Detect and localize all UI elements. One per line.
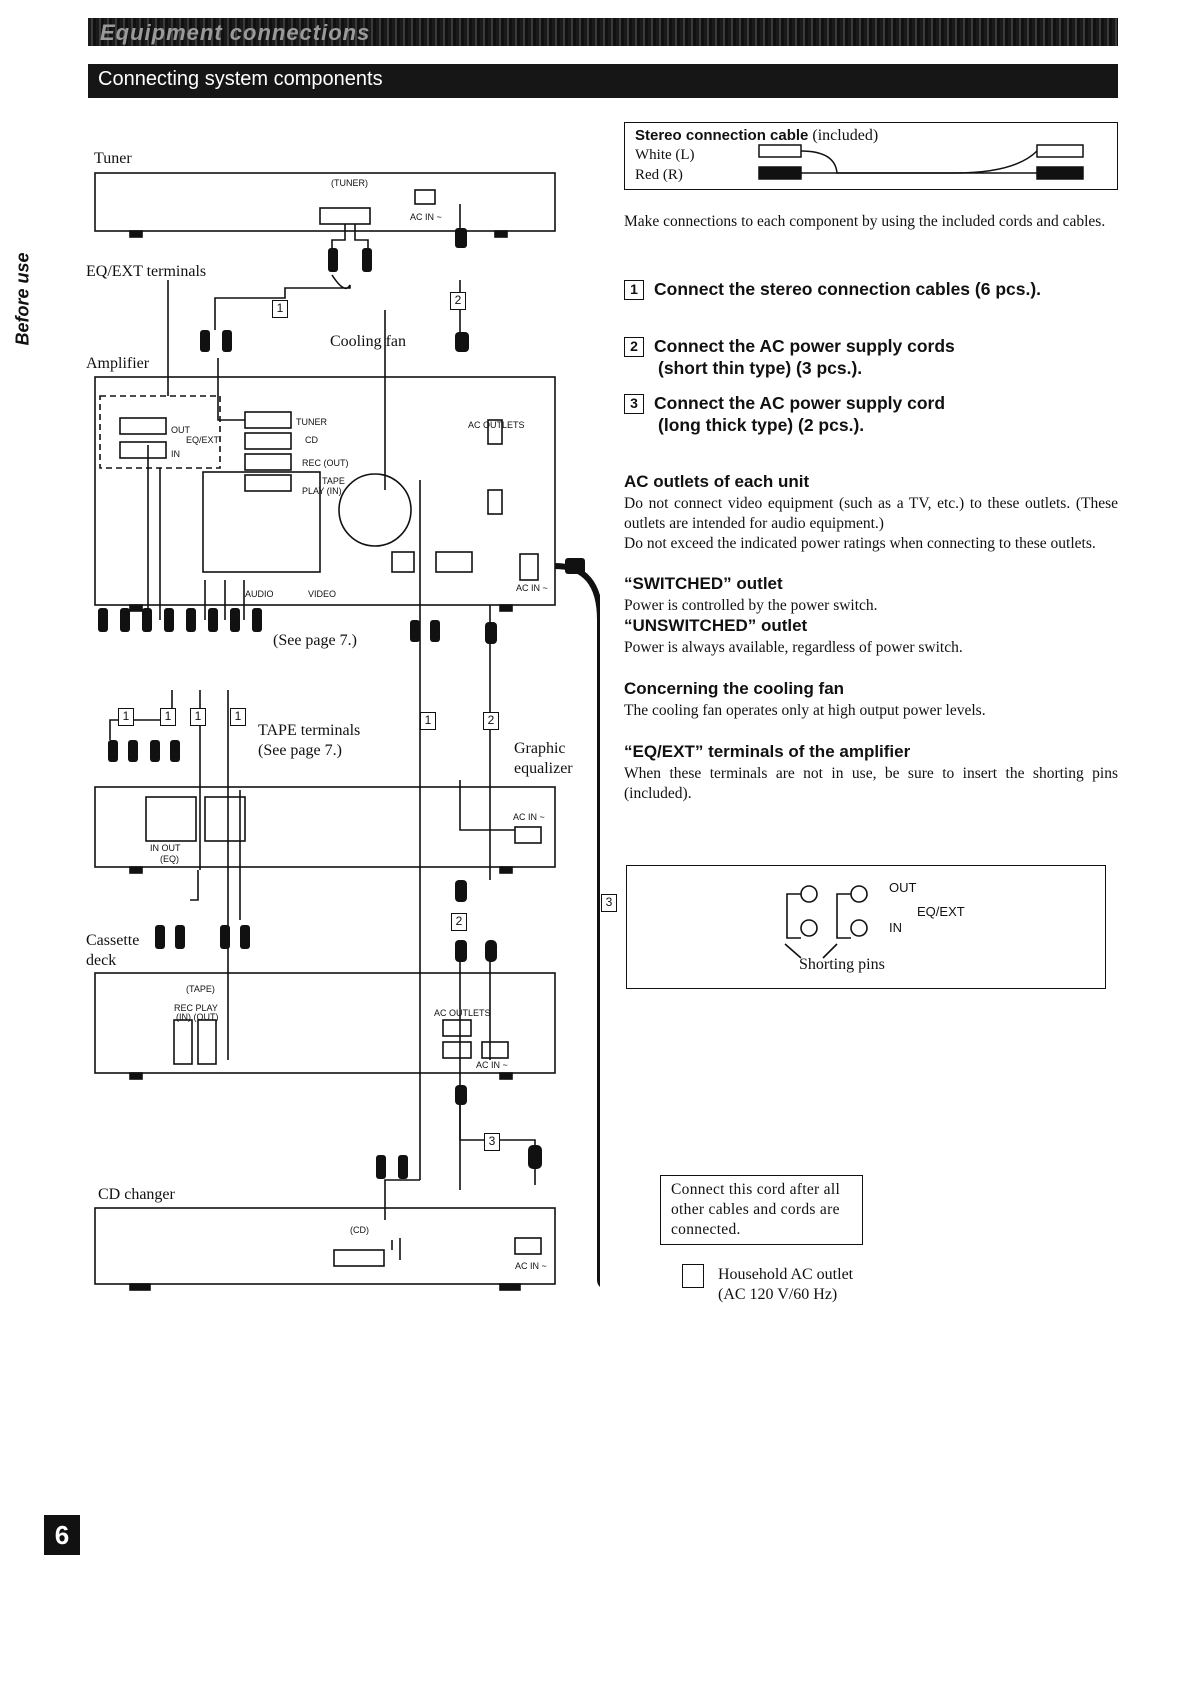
graphic-equalizer-label: Graphic: [514, 740, 566, 757]
amp-ac-outlets-label: AC OUTLETS: [468, 420, 525, 430]
step-marker: 1: [230, 708, 246, 726]
step-marker: 2: [451, 913, 467, 931]
shorting-eqext: EQ/EXT: [917, 904, 965, 919]
page-number: 6: [44, 1515, 80, 1555]
section-title: Connecting system components: [98, 68, 383, 90]
step-number: 3: [624, 394, 644, 415]
cd-tag: (CD): [350, 1225, 369, 1235]
amp-out-label: OUT: [171, 425, 190, 435]
step-text: Connect the AC power supply cord: [654, 393, 946, 413]
cassette-ac-outlets: AC OUTLETS: [434, 1008, 491, 1018]
switched-heading: “SWITCHED” outlet: [624, 574, 783, 593]
cd-changer-unit: [94, 1207, 556, 1285]
step-marker: 3: [484, 1133, 500, 1151]
tuner-label: Tuner: [94, 150, 132, 167]
amp-rec-out-label: REC (OUT): [302, 458, 349, 468]
step-text-2: (short thin type) (3 pcs.).: [658, 358, 863, 379]
step-number: 2: [624, 337, 644, 358]
amp-audio-label: AUDIO: [245, 589, 274, 599]
amplifier-unit: [94, 376, 556, 606]
amp-play-in-label: PLAY (IN): [302, 486, 342, 496]
section-title-bar: Connecting system components: [88, 64, 1118, 98]
amp-eq-ext-label: EQ/EXT: [186, 435, 220, 445]
cable-red: Red (R): [635, 167, 683, 183]
tuner-unit: [94, 172, 556, 232]
step-marker: 1: [160, 708, 176, 726]
eqext-heading: “EQ/EXT” terminals of the amplifier: [624, 742, 911, 761]
step-text: Connect the stereo connection cables (6 …: [654, 279, 1042, 299]
step-marker: 1: [190, 708, 206, 726]
step-marker: 2: [483, 712, 499, 730]
shorting-in: IN: [889, 920, 902, 935]
cd-ac-in: AC IN ~: [515, 1261, 547, 1271]
cable-white: White (L): [635, 147, 695, 163]
intro-text: Make connections to each component by us…: [624, 213, 1106, 230]
connect-note-box: Connect this cord after all other cables…: [660, 1175, 863, 1245]
shorting-pins-icon: [784, 885, 868, 959]
amp-video-label: VIDEO: [308, 589, 337, 599]
shorting-pins-box: OUT EQ/EXT IN Shorting pins: [626, 865, 1106, 989]
eq-tag: (EQ): [160, 854, 179, 864]
household-line2: (AC 120 V/60 Hz): [718, 1286, 838, 1303]
household-line1: Household AC outlet: [718, 1266, 854, 1283]
step-number: 1: [624, 280, 644, 301]
step-marker: 2: [450, 292, 466, 310]
step-marker: 1: [118, 708, 134, 726]
switched-text: Power is controlled by the power switch.: [624, 597, 878, 614]
cassette-rec-play: REC PLAY: [174, 1003, 218, 1013]
connection-diagram: [94, 172, 600, 1291]
step-marker: 1: [272, 300, 288, 318]
see-page-7-label-2: (See page 7.): [258, 742, 342, 759]
cable-title: Stereo connection cable: [635, 127, 809, 144]
step-1: 1 Connect the stereo connection cables (6…: [624, 278, 1042, 301]
household-outlet-icon: [682, 1264, 704, 1288]
eqext-text: When these terminals are not in use, be …: [624, 765, 1118, 802]
ac-outlets-p2: Do not exceed the indicated power rating…: [624, 535, 1096, 552]
graphic-equalizer-label-2: equalizer: [514, 760, 573, 777]
amp-cd-label: CD: [305, 435, 318, 445]
eq-in-out-label: IN OUT: [150, 843, 181, 853]
step-text-2: (long thick type) (2 pcs.).: [658, 415, 865, 436]
step-marker: 3: [601, 894, 617, 912]
step-3: 3 Connect the AC power supply cord (long …: [624, 392, 945, 436]
see-page-7-label: (See page 7.): [273, 632, 357, 649]
equalizer-unit: [94, 786, 556, 868]
chapter-header-band: Equipment connections: [88, 18, 1118, 46]
eq-ac-in-label: AC IN ~: [513, 812, 545, 822]
cassette-ac-in: AC IN ~: [476, 1060, 508, 1070]
ac-outlets-heading: AC outlets of each unit: [624, 472, 810, 491]
cassette-in-out: (IN) (OUT): [176, 1012, 219, 1022]
cassette-unit: [94, 972, 556, 1074]
tuner-tag: (TUNER): [331, 178, 368, 188]
cassette-deck-label: Cassette: [86, 932, 140, 949]
shorting-pins-label: Shorting pins: [799, 956, 885, 973]
cassette-deck-label-2: deck: [86, 952, 117, 969]
cassette-tape-tag: (TAPE): [186, 984, 215, 994]
unswitched-heading: “UNSWITCHED” outlet: [624, 616, 808, 635]
ac-outlets-p1: Do not connect video equipment (such as …: [624, 495, 1118, 532]
cooling-text: The cooling fan operates only at high ou…: [624, 702, 986, 719]
chapter-title: Equipment connections: [100, 20, 371, 45]
tape-terminals-label: TAPE terminals: [258, 722, 361, 739]
amp-in-label: IN: [171, 449, 180, 459]
cooling-fan-label: Cooling fan: [330, 333, 406, 350]
step-2: 2 Connect the AC power supply cords (shor…: [624, 335, 955, 379]
step-marker: 1: [420, 712, 436, 730]
cable-illustration: [758, 144, 1084, 180]
step-text: Connect the AC power supply cords: [654, 336, 955, 356]
tuner-ac-in: AC IN ~: [410, 212, 442, 222]
amp-tape-label: TAPE: [322, 476, 345, 486]
cable-title-rest: (included): [808, 127, 879, 144]
amp-ac-in-label: AC IN ~: [516, 583, 548, 593]
stereo-cable-box: Stereo connection cable (included) White…: [624, 122, 1118, 190]
cooling-heading: Concerning the cooling fan: [624, 679, 845, 698]
cooling-fan-circle: [338, 473, 412, 547]
unswitched-text: Power is always available, regardless of…: [624, 639, 963, 656]
amplifier-label: Amplifier: [86, 355, 150, 372]
cd-changer-label: CD changer: [98, 1186, 175, 1203]
shorting-out: OUT: [889, 880, 917, 895]
eq-ext-terminals-label: EQ/EXT terminals: [86, 263, 207, 280]
amp-tuner-label: TUNER: [296, 417, 327, 427]
